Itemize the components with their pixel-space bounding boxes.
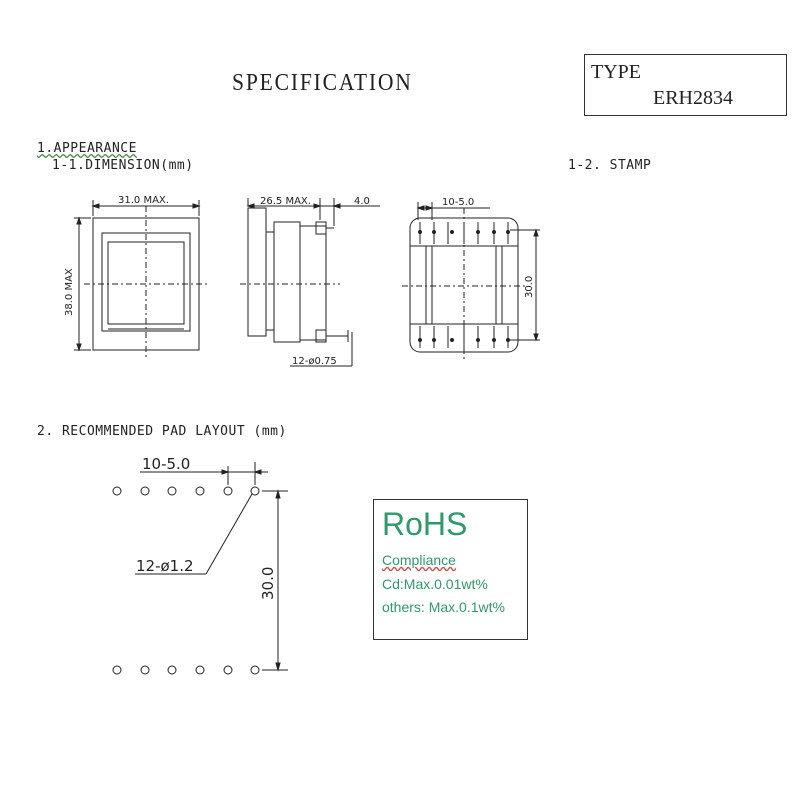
front-frame [101, 232, 191, 332]
rohs-others-limit: others: Max.0.1wt% [382, 599, 505, 615]
pad-layout [112, 462, 288, 675]
section-stamp: 1-2. STAMP [568, 158, 652, 173]
pad-hole-leader [205, 493, 253, 575]
page-title: SPECIFICATION [232, 70, 413, 96]
side-body [273, 221, 301, 343]
type-label: TYPE [591, 61, 641, 83]
bottom-height-label: 30.0 [524, 276, 535, 298]
front-core-window [107, 241, 185, 325]
front-width-label: 31.0 MAX. [118, 195, 169, 206]
side-offset-label: 4.0 [354, 196, 370, 207]
type-value: ERH2834 [653, 87, 733, 109]
bottom-pitch-label: 10-5.0 [442, 197, 474, 208]
bottom-view [402, 202, 540, 360]
bottom-core-window [425, 245, 503, 325]
pad-row-top [112, 486, 260, 496]
type-box: TYPE ERH2834 [584, 54, 787, 116]
rohs-cd-limit: Cd:Max.0.01wt% [382, 576, 488, 592]
pad-span-label: 30.0 [259, 567, 277, 600]
front-view [74, 200, 210, 358]
side-view [240, 198, 380, 367]
rohs-compliance: Compliance [382, 552, 456, 568]
rohs-title: RoHS [382, 506, 468, 542]
rohs-box: RoHS Compliance Cd:Max.0.01wt% others: M… [373, 499, 528, 640]
section-dimension: 1-1.DIMENSION(mm) [52, 158, 194, 173]
section-pad-layout: 2. RECOMMENDED PAD LAYOUT (mm) [37, 424, 287, 439]
front-height-label: 38.0 MAX [64, 268, 75, 316]
pad-pitch-label: 10-5.0 [142, 455, 190, 473]
section-appearance: 1.APPEARANCE [37, 141, 137, 156]
side-width-label: 26.5 MAX. [260, 196, 311, 207]
pad-row-bottom [112, 665, 260, 675]
pad-hole-label: 12-ø1.2 [136, 557, 194, 575]
side-flange [247, 207, 267, 337]
pin-dia-label: 12-ø0.75 [292, 356, 337, 367]
